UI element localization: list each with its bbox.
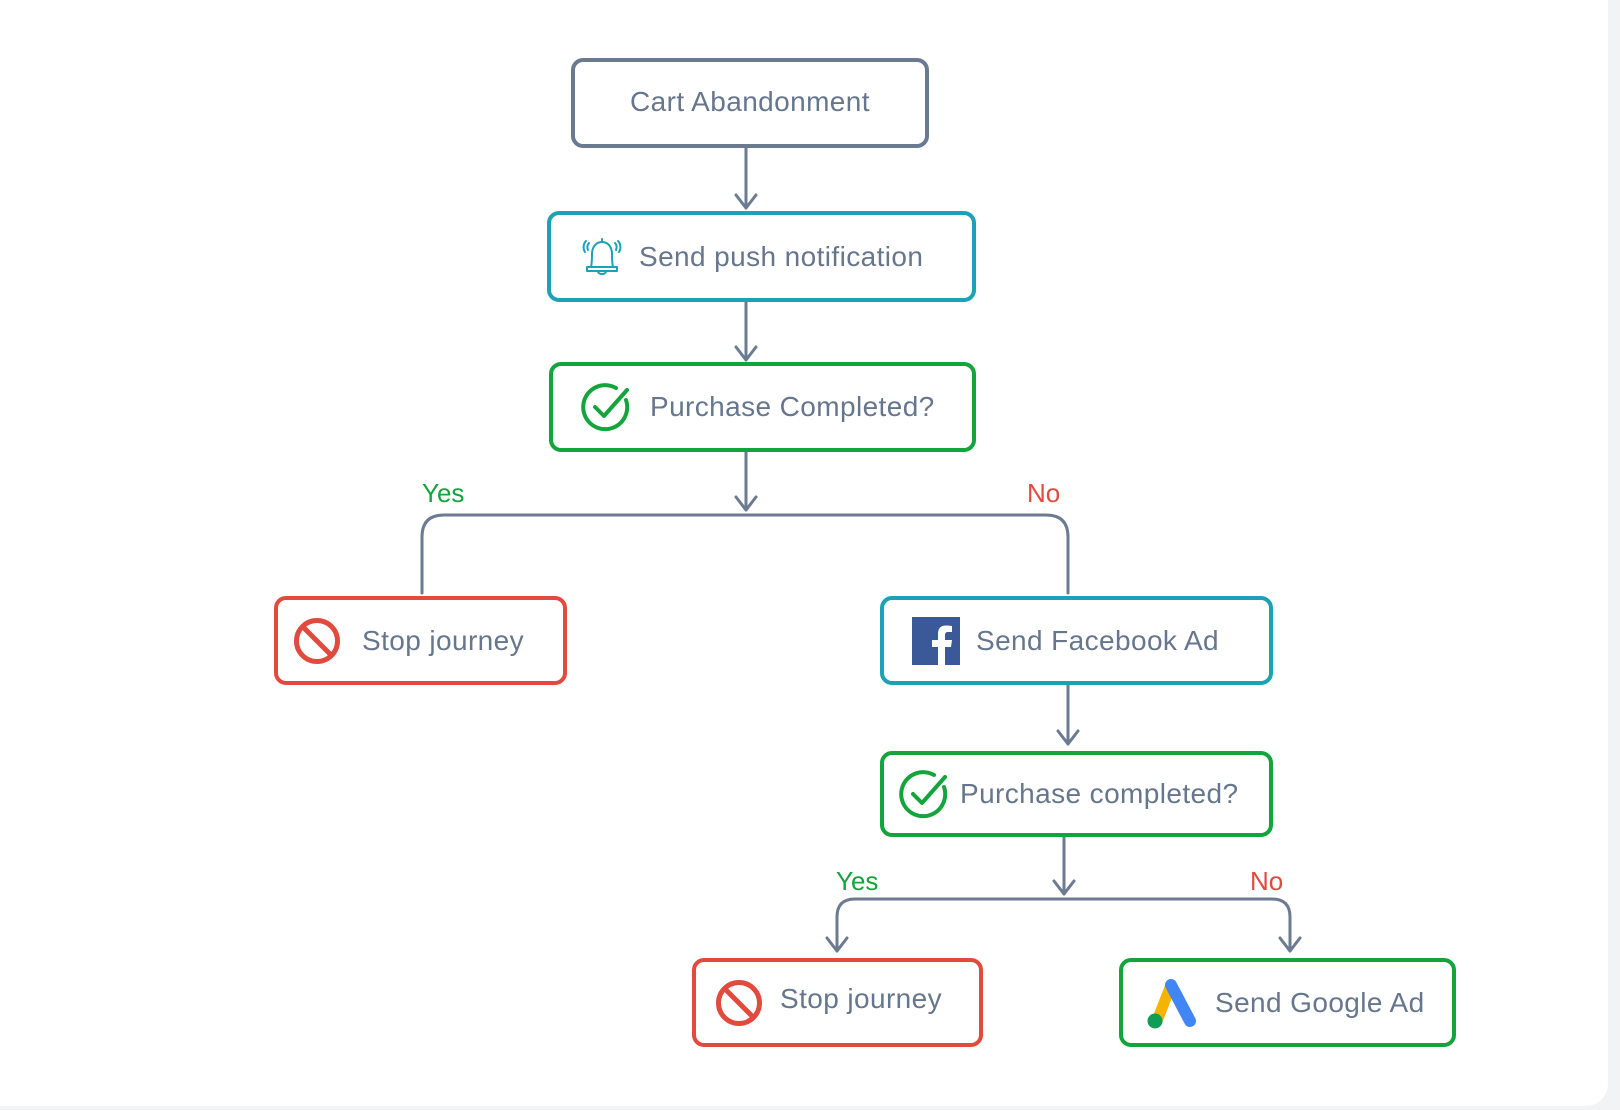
node-label: Stop journey — [780, 982, 943, 1014]
connector-push-to-check1 — [734, 300, 758, 362]
google-ads-icon — [1145, 977, 1203, 1029]
connector-check2-no-branch — [1062, 897, 1302, 953]
connector-check1-yes-branch — [420, 513, 748, 595]
check-circle-icon — [580, 380, 634, 434]
node-send-push-notification[interactable]: Send push notification — [547, 211, 976, 302]
facebook-icon — [912, 616, 960, 665]
node-send-facebook-ad[interactable]: Send Facebook Ad — [880, 596, 1273, 685]
node-purchase-completed-1[interactable]: Purchase Completed? — [549, 362, 976, 452]
connector-facebook-to-check2 — [1056, 682, 1080, 746]
node-purchase-completed-2[interactable]: Purchase completed? — [880, 751, 1273, 837]
node-label: Send push notification — [639, 240, 924, 272]
node-label: Purchase completed? — [960, 778, 1239, 809]
connector-check1-no-branch — [744, 513, 1070, 595]
branch-label-no: No — [1250, 866, 1284, 896]
branch-label-yes: Yes — [422, 478, 465, 508]
node-cart-abandonment[interactable]: Cart Abandonment — [571, 58, 929, 148]
node-stop-journey-2[interactable]: Stop journey — [692, 958, 983, 1047]
node-label: Stop journey — [362, 624, 525, 656]
node-label: Send Google Ad — [1215, 986, 1425, 1018]
connector-start-to-push — [734, 146, 758, 210]
branch-label-no: No — [1027, 478, 1061, 508]
node-send-google-ad[interactable]: Send Google Ad — [1119, 958, 1456, 1047]
node-label: Cart Abandonment — [630, 86, 870, 117]
connector-check2-yes-branch — [825, 897, 1066, 953]
connector-check2-to-split — [1052, 835, 1076, 896]
no-entry-icon — [292, 616, 342, 666]
connector-check1-to-split — [734, 450, 758, 512]
node-label: Send Facebook Ad — [976, 624, 1220, 656]
node-label: Purchase Completed? — [650, 391, 935, 422]
node-stop-journey-1[interactable]: Stop journey — [274, 596, 567, 685]
no-entry-icon — [714, 978, 764, 1028]
bell-icon — [579, 233, 625, 281]
check-circle-icon — [898, 767, 952, 821]
branch-label-yes: Yes — [836, 866, 879, 896]
